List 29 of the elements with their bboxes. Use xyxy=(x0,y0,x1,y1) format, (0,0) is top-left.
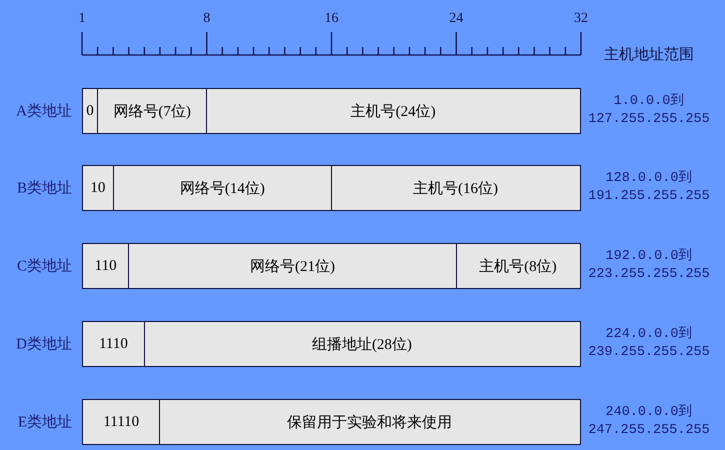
tick-label: 8 xyxy=(203,11,210,27)
bit-field: 组播地址(28位) xyxy=(144,322,579,366)
address-range: 192.0.0.0到 223.255.255.255 xyxy=(587,248,711,284)
tick-label: 32 xyxy=(574,11,588,27)
bit-field: 网络号(7位) xyxy=(97,89,206,133)
bit-field: 主机号(24位) xyxy=(206,89,579,133)
class-label: A类地址 xyxy=(16,102,72,120)
address-range: 128.0.0.0到 191.255.255.255 xyxy=(587,170,711,206)
class-label: B类地址 xyxy=(16,179,72,198)
class-label: C类地址 xyxy=(16,257,72,276)
bit-field: 110 xyxy=(83,244,128,288)
bit-field: 网络号(21位) xyxy=(128,244,456,288)
bit-field: 1110 xyxy=(83,322,144,366)
tick-label: 16 xyxy=(324,11,338,27)
bit-field: 保留用于实验和将来使用 xyxy=(159,400,579,444)
bit-field: 网络号(14位) xyxy=(112,166,331,210)
column-header: 主机地址范围 xyxy=(604,47,694,63)
class-label: D类地址 xyxy=(16,335,72,354)
bit-field: 11110 xyxy=(83,400,160,444)
bit-field: 10 xyxy=(83,166,113,210)
address-range: 240.0.0.0到 247.255.255.255 xyxy=(587,404,711,440)
tick-label: 24 xyxy=(449,11,464,27)
bit-field: 主机号(8位) xyxy=(456,244,579,288)
tick-label: 1 xyxy=(78,11,86,27)
bit-field: 0 xyxy=(83,89,98,133)
address-range: 224.0.0.0到 239.255.255.255 xyxy=(587,326,711,362)
address-range: 1.0.0.0到 127.255.255.255 xyxy=(587,93,711,129)
class-label: E类地址 xyxy=(18,413,72,432)
bit-field: 主机号(16位) xyxy=(331,166,579,210)
